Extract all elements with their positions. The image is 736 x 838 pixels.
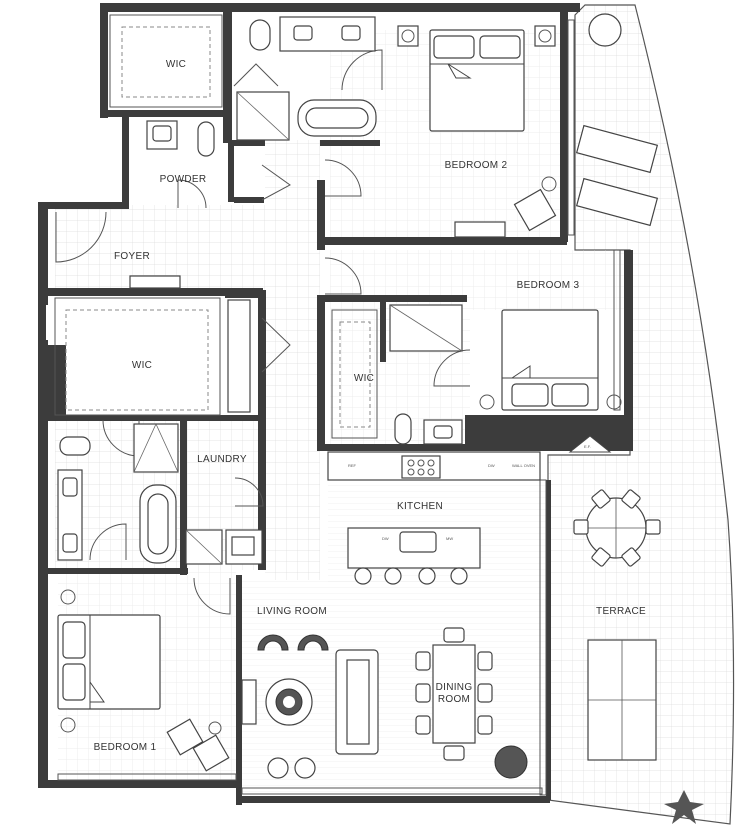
label-bedroom3: BEDROOM 3 xyxy=(517,280,580,291)
bedroom-2: BEDROOM 2 xyxy=(397,25,557,238)
label-oven: WALL OVEN xyxy=(512,463,535,468)
label-dining-room-2: ROOM xyxy=(438,694,470,705)
label-wic-left: WIC xyxy=(132,360,152,371)
walls xyxy=(38,3,633,805)
label-bedroom2: BEDROOM 2 xyxy=(445,160,508,171)
label-island-left: DW xyxy=(382,536,389,541)
wic-top: WIC xyxy=(109,14,223,108)
bath-top xyxy=(236,16,377,141)
label-wic-bedroom3: WIC xyxy=(354,373,374,384)
kitchen: REF DW WALL OVEN DW MW KITCHEN xyxy=(327,451,541,585)
label-dining-room-1: DINING xyxy=(436,682,473,693)
label-powder: POWDER xyxy=(160,174,207,185)
label-terrace: TERRACE xyxy=(596,606,646,617)
label-laundry: LAUNDRY xyxy=(197,454,247,465)
label-wic-top: WIC xyxy=(166,59,186,70)
label-living-room: LIVING ROOM xyxy=(257,606,327,617)
label-kitchen: KITCHEN xyxy=(397,501,443,512)
wic-bedroom-3: WIC xyxy=(331,304,463,445)
label-fridge: REF xyxy=(348,463,357,468)
windows xyxy=(46,19,621,796)
compass-icon xyxy=(664,790,704,824)
bath-left xyxy=(57,423,179,564)
label-island-right: MW xyxy=(446,536,453,541)
laundry: LAUNDRY xyxy=(185,454,263,565)
dining-room: DINING ROOM xyxy=(415,627,528,779)
label-bedroom1: BEDROOM 1 xyxy=(94,742,157,753)
powder-room: POWDER xyxy=(146,120,215,185)
wic-left: WIC xyxy=(54,297,251,416)
bedroom-3: BEDROOM 3 xyxy=(479,280,622,411)
doors xyxy=(55,49,471,615)
foyer: FOYER xyxy=(114,251,181,289)
label-foyer: FOYER xyxy=(114,251,150,262)
label-dishwasher: DW xyxy=(488,463,495,468)
bedroom-1: BEDROOM 1 xyxy=(57,589,230,772)
living-room: LIVING ROOM xyxy=(241,606,379,779)
label-sign: E.F. xyxy=(584,444,591,449)
terrace: E.F. TERRACE xyxy=(568,13,661,761)
